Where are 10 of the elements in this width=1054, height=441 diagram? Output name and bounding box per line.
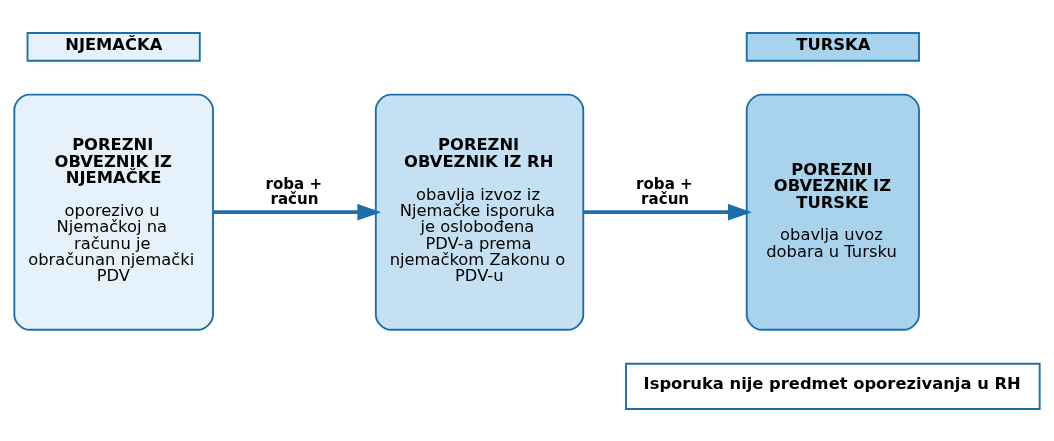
node-box: POREZNI OBVEZNIK IZ RH obavlja izvoz iz Njemačke isporuka je oslobođena PDV-a prema njemačkom Zakonu o PDV-u <box>374 93 585 331</box>
arrow <box>583 203 752 221</box>
node-box: POREZNI OBVEZNIK IZ TURSKE obavlja uvoz dobara u Tursku <box>745 93 920 331</box>
edge-label: roba + račun <box>636 174 693 208</box>
edge-label: roba + račun <box>265 174 323 208</box>
node-box: NJEMAČKA <box>26 31 201 62</box>
node-box: POREZNI OBVEZNIK IZ NJEMAČKE oporezivo u Njemačkoj na računu je obračunan njemački PDV <box>13 93 214 331</box>
node-box: Isporuka nije predmet oporezivanja u RH <box>625 362 1041 410</box>
arrow <box>213 203 382 221</box>
node-box: TURSKA <box>745 31 920 62</box>
